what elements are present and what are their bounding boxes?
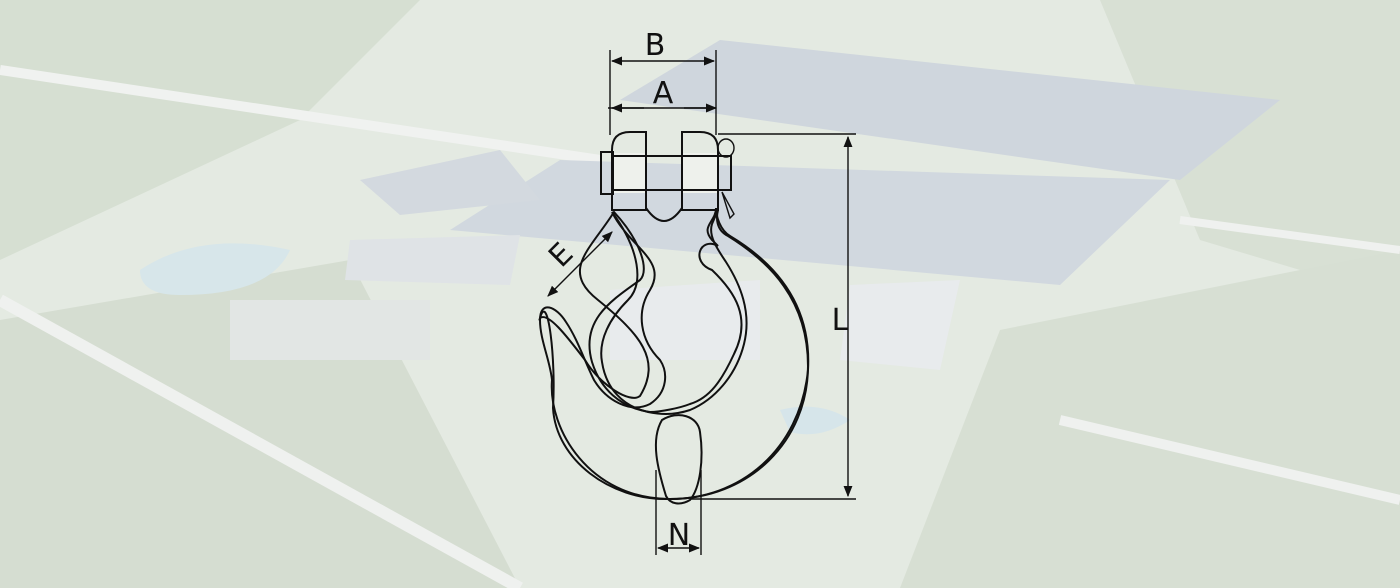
hook-body <box>538 207 810 501</box>
dimension-b: B <box>609 28 717 135</box>
dimension-e: E <box>542 231 613 297</box>
label-l: L <box>832 303 849 338</box>
clevis <box>611 131 719 222</box>
pin <box>600 138 735 220</box>
label-n: N <box>668 518 690 553</box>
dimension-a: A <box>608 76 718 113</box>
dimension-n: N <box>655 470 702 555</box>
label-b: B <box>645 28 666 63</box>
dimension-l: L <box>690 133 856 500</box>
label-a: A <box>653 76 674 111</box>
hook-section <box>654 414 703 505</box>
